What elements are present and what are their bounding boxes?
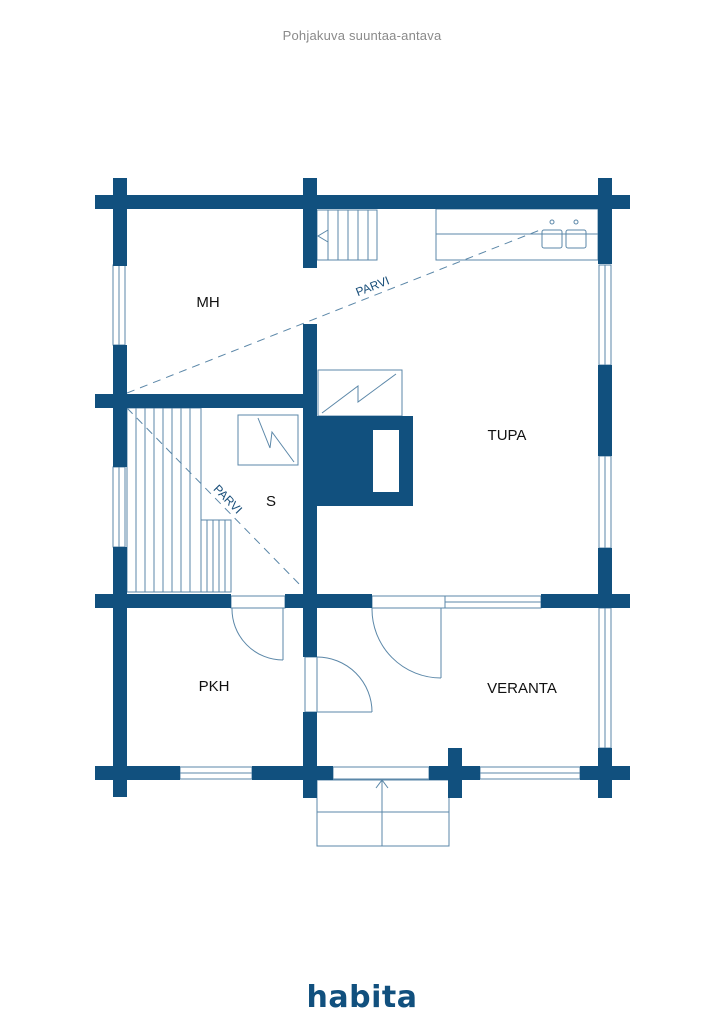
door-pkh [231, 607, 284, 661]
room-label-tupa: TUPA [488, 427, 527, 444]
room-label-pkh: PKH [199, 678, 230, 695]
loft-edges [126, 229, 541, 591]
walls [95, 178, 630, 798]
door-veranta [316, 656, 373, 713]
entrance-steps [316, 779, 450, 847]
room-label-veranta: VERANTA [487, 680, 557, 697]
windows [112, 264, 612, 780]
room-label-mh: MH [196, 294, 219, 311]
sauna-heater [237, 414, 299, 466]
stairs-upper [316, 209, 378, 261]
stove-surround [317, 369, 403, 417]
kitchen-counter [435, 208, 599, 261]
loft-label-upper: PARVI [354, 273, 392, 299]
sauna-benches [126, 407, 232, 593]
floorplan-caption: Pohjakuva suuntaa-antava [282, 28, 442, 43]
habita-logo: habita [306, 980, 418, 1015]
door-tupa [371, 607, 442, 679]
room-label-s: S [266, 493, 276, 510]
